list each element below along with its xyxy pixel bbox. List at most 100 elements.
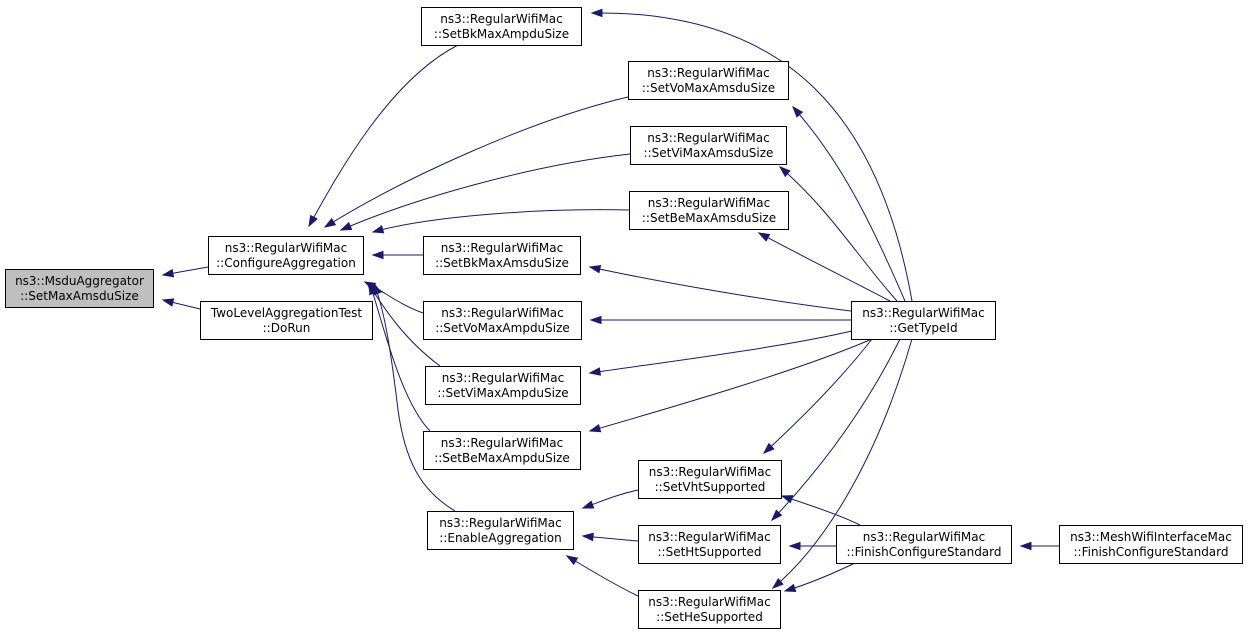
graph-node-n1[interactable]: ns3::RegularWifiMac::ConfigureAggregatio… [208, 236, 364, 275]
node-label-line1: ns3::RegularWifiMac [863, 530, 985, 544]
node-label-line1: ns3::RegularWifiMac [441, 241, 563, 255]
node-label-line1: ns3::MsduAggregator [15, 274, 144, 288]
node-label-line2: ::SetMaxAmsduSize [20, 289, 139, 303]
edge-n15-to-n8 [589, 315, 851, 325]
node-label-line2: ::GetTypeId [889, 321, 957, 335]
node-box [836, 525, 1012, 564]
edge-n14-to-n11 [565, 555, 639, 597]
edge-n11-to-n1 [373, 282, 456, 512]
node-box [638, 590, 781, 629]
arrow-head-icon [762, 442, 775, 454]
edge-line [369, 283, 431, 432]
node-label-line1: ns3::RegularWifiMac [442, 371, 564, 385]
edge-n15-to-n7 [588, 265, 852, 312]
arrow-head-icon [590, 8, 603, 18]
call-nodes: ns3::MsduAggregator::SetMaxAmsduSizens3:… [5, 7, 1243, 629]
node-box [425, 366, 581, 405]
edge-n15-to-n9 [588, 326, 869, 376]
node-label-line2: ::SetBkMaxAmpduSize [434, 27, 569, 41]
edge-line [372, 209, 630, 233]
edge-line [589, 266, 852, 312]
edge-line [373, 283, 456, 512]
graph-node-n6[interactable]: ns3::RegularWifiMac::SetBeMaxAmsduSize [629, 191, 789, 230]
node-box [423, 301, 582, 340]
edge-n15-to-n6 [757, 232, 891, 302]
graph-node-n3[interactable]: ns3::RegularWifiMac::SetBkMaxAmpduSize [421, 7, 582, 46]
node-label-line1: ns3::RegularWifiMac [440, 12, 562, 26]
edge-n3-to-n1 [308, 44, 459, 228]
arrow-head-icon [323, 217, 337, 228]
arrow-head-icon [161, 268, 175, 278]
arrow-head-icon [161, 298, 175, 307]
node-label-line1: ns3::RegularWifiMac [648, 595, 770, 609]
node-label-line2: ::SetBeMaxAmsduSize [642, 211, 776, 225]
node-box [629, 191, 789, 230]
graph-node-n2[interactable]: TwoLevelAggregationTest::DoRun [200, 301, 373, 340]
edge-n5-to-n1 [339, 153, 631, 231]
node-label-line2: ::SetViMaxAmpduSize [437, 386, 568, 400]
node-label-line2: ::SetHeSupported [656, 610, 763, 624]
edge-n2-to-n0 [161, 298, 201, 310]
arrow-head-icon [339, 221, 353, 231]
graph-node-n13[interactable]: ns3::RegularWifiMac::SetHtSupported [638, 525, 781, 564]
graph-node-n5[interactable]: ns3::RegularWifiMac::SetViMaxAmsduSize [630, 126, 787, 165]
edge-n4-to-n1 [323, 96, 629, 228]
node-box [200, 301, 373, 340]
graph-node-n17[interactable]: ns3::MeshWifiInterfaceMac::FinishConfigu… [1059, 525, 1243, 564]
edge-n16-to-n13 [788, 541, 836, 551]
graph-node-n11[interactable]: ns3::RegularWifiMac::EnableAggregation [427, 511, 574, 550]
arrow-head-icon [771, 577, 784, 589]
node-box [427, 511, 574, 550]
node-box [638, 460, 782, 499]
node-box [421, 7, 582, 46]
edge-line [589, 326, 869, 374]
graph-node-n0[interactable]: ns3::MsduAggregator::SetMaxAmsduSize [5, 269, 154, 308]
node-box [423, 236, 581, 275]
edge-line [589, 338, 873, 432]
arrow-head-icon [792, 105, 804, 118]
node-box [208, 236, 364, 275]
node-box [1059, 525, 1243, 564]
arrow-head-icon [588, 265, 602, 274]
graph-node-n9[interactable]: ns3::RegularWifiMac::SetViMaxAmpduSize [425, 366, 581, 405]
node-label-line1: ns3::RegularWifiMac [441, 306, 563, 320]
node-box [630, 126, 787, 165]
edge-n1-to-n0 [161, 266, 209, 278]
arrow-head-icon [783, 583, 797, 593]
graph-node-n14[interactable]: ns3::RegularWifiMac::SetHeSupported [638, 590, 781, 629]
arrow-head-icon [588, 367, 601, 376]
node-box [628, 61, 789, 100]
node-label-line1: ns3::RegularWifiMac [649, 465, 771, 479]
arrow-head-icon [565, 555, 579, 566]
arrow-head-icon [371, 250, 384, 260]
edge-line [771, 338, 901, 521]
arrow-head-icon [780, 495, 794, 504]
node-label-line2: ::SetBeMaxAmpduSize [434, 451, 570, 465]
edge-n15-to-n3 [590, 8, 913, 302]
arrow-head-icon [308, 214, 318, 228]
node-label-line2: ::EnableAggregation [439, 531, 561, 545]
graph-node-n15[interactable]: ns3::RegularWifiMac::GetTypeId [851, 301, 996, 340]
edge-line [792, 106, 906, 302]
edge-n15-to-n14 [771, 338, 913, 589]
graph-node-n8[interactable]: ns3::RegularWifiMac::SetVoMaxAmpduSize [423, 301, 582, 340]
edge-n15-to-n12 [762, 338, 873, 454]
graph-node-n7[interactable]: ns3::RegularWifiMac::SetBkMaxAmsduSize [423, 236, 581, 275]
node-box [638, 525, 781, 564]
edge-n15-to-n4 [792, 105, 906, 302]
edge-n15-to-n5 [778, 166, 898, 302]
graph-node-n10[interactable]: ns3::RegularWifiMac::SetBeMaxAmpduSize [423, 431, 581, 470]
edge-line [591, 12, 913, 302]
graph-node-n16[interactable]: ns3::RegularWifiMac::FinishConfigureStan… [836, 525, 1012, 564]
graph-node-n4[interactable]: ns3::RegularWifiMac::SetVoMaxAmsduSize [628, 61, 789, 100]
edge-line [324, 96, 629, 228]
edge-n16-to-n12 [780, 495, 861, 526]
node-label-line2: ::SetViMaxAmsduSize [644, 146, 774, 160]
graph-node-n12[interactable]: ns3::RegularWifiMac::SetVhtSupported [638, 460, 782, 499]
arrow-head-icon [588, 423, 602, 433]
arrow-head-icon [788, 541, 801, 551]
node-label-line1: ns3::RegularWifiMac [647, 131, 769, 145]
edge-line [340, 153, 631, 231]
arrow-head-icon [589, 315, 602, 325]
